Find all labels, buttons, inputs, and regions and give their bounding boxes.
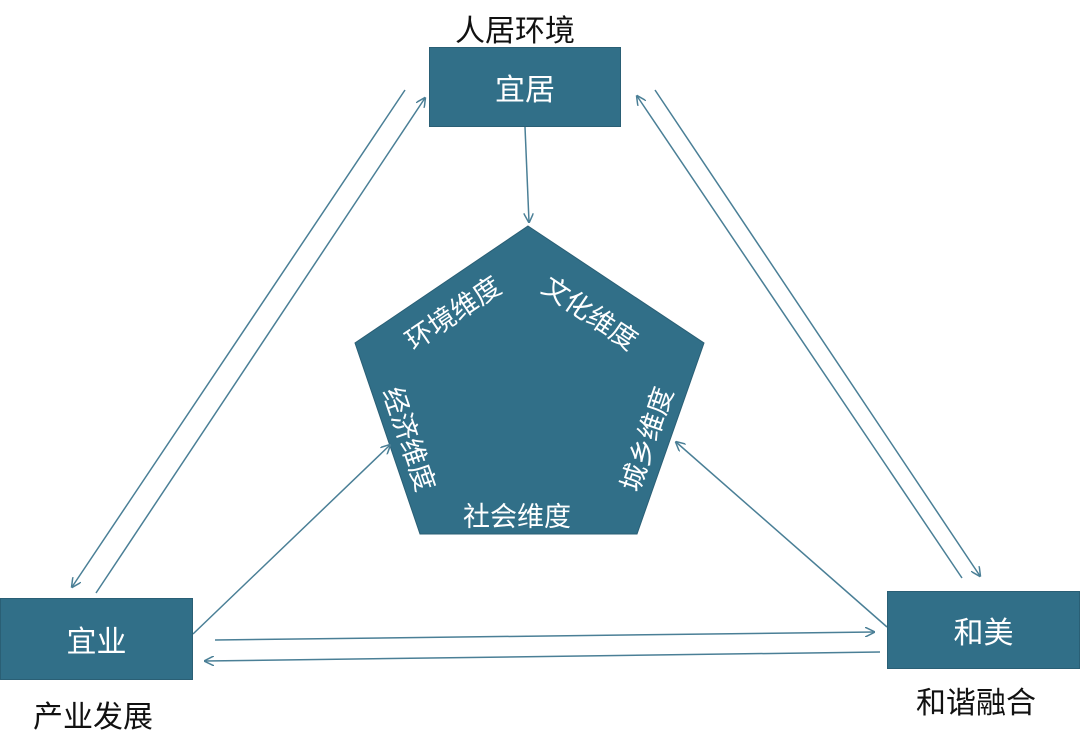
arrow-left-to-pentagon: [192, 445, 390, 635]
arrow-right-to-top: [637, 96, 963, 579]
left-node-caption: 产业发展: [33, 700, 153, 734]
right-node-caption: 和谐融合: [916, 686, 1036, 721]
left-node-box: 宜业: [0, 598, 193, 680]
dimension-society: 社会维度: [463, 502, 571, 533]
arrow-top-to-right: [654, 89, 980, 576]
top-node-box: 宜居: [429, 47, 621, 127]
arrow-right-to-left: [205, 651, 881, 661]
top-node-label: 宜居: [495, 73, 555, 108]
dimension-pentagon: [354, 225, 705, 535]
arrow-top-to-left: [72, 89, 406, 587]
arrow-left-to-top: [95, 98, 425, 594]
right-node-label: 和美: [953, 616, 1014, 651]
top-node-caption: 人居环境: [455, 14, 575, 49]
arrow-right-to-pentagon: [676, 442, 888, 628]
left-node-label: 宜业: [66, 625, 127, 660]
arrow-top-to-pentagon: [525, 126, 529, 222]
right-node-box: 和美: [887, 591, 1080, 669]
arrow-left-to-right: [214, 632, 874, 641]
